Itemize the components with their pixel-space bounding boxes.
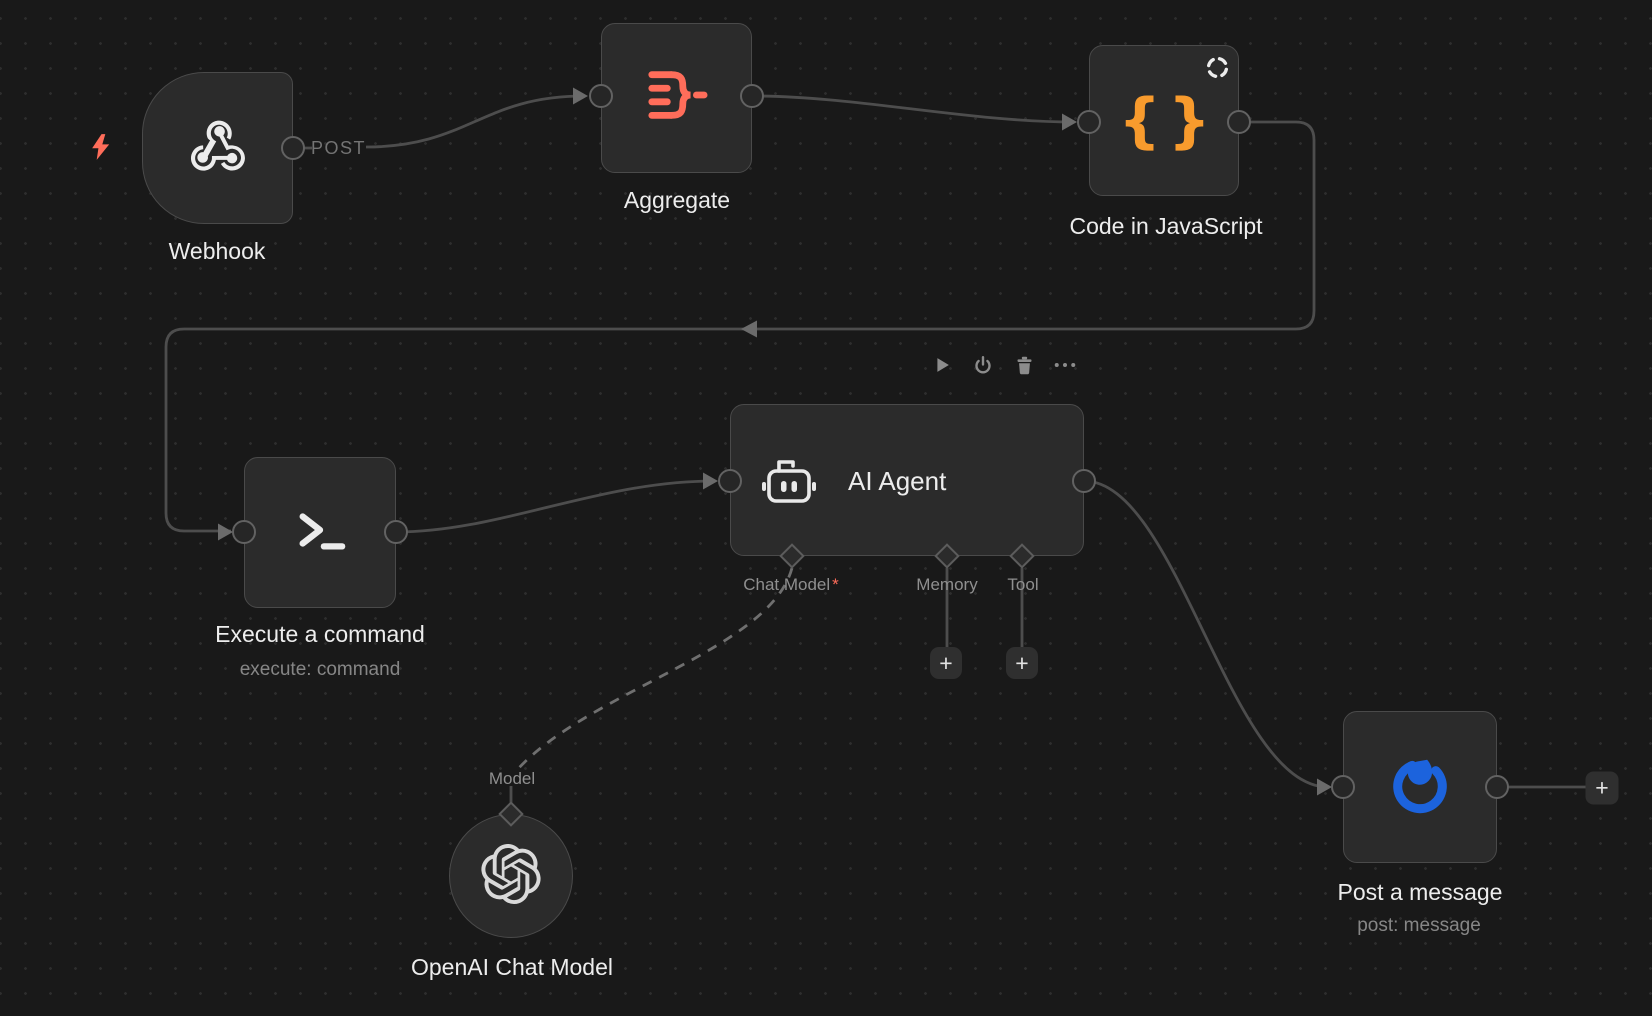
edge-code-execute-feedback[interactable] bbox=[164, 120, 1316, 533]
arrow-aggregate-in bbox=[573, 87, 588, 105]
port-aggregate-input[interactable] bbox=[589, 84, 613, 108]
port-aggregate-output[interactable] bbox=[740, 84, 764, 108]
required-marker: * bbox=[832, 575, 839, 594]
trash-icon[interactable] bbox=[1012, 353, 1036, 377]
edge-execute-agent[interactable] bbox=[395, 479, 715, 534]
port-post-input[interactable] bbox=[1331, 775, 1355, 799]
arrow-post-in bbox=[1317, 778, 1332, 796]
node-toolbar bbox=[930, 353, 1077, 377]
aggregate-funnel-icon bbox=[646, 65, 708, 132]
openai-logo-icon bbox=[481, 843, 541, 909]
webhook-icon bbox=[185, 113, 251, 184]
node-execute[interactable] bbox=[244, 457, 396, 608]
add-node-button[interactable]: + bbox=[1585, 771, 1619, 805]
port-label-tool: Tool bbox=[1007, 575, 1039, 594]
add-memory-button[interactable]: + bbox=[930, 647, 962, 679]
node-post-message[interactable] bbox=[1343, 711, 1497, 863]
node-label-post: Post a message bbox=[1337, 879, 1503, 905]
port-label-chat-model: Chat Model* bbox=[743, 575, 839, 594]
port-code-output[interactable] bbox=[1227, 110, 1251, 134]
arrow-code-in bbox=[1062, 113, 1077, 131]
port-agent-output[interactable] bbox=[1072, 469, 1096, 493]
mattermost-logo-icon bbox=[1387, 752, 1453, 823]
node-openai-chat-model[interactable] bbox=[449, 814, 573, 938]
edge-webhook-aggregate[interactable] bbox=[365, 94, 585, 149]
arrow-feedback-mid bbox=[741, 320, 757, 338]
edge-aggregate-code[interactable] bbox=[751, 94, 1075, 124]
port-webhook-output[interactable] bbox=[281, 136, 305, 160]
port-execute-output[interactable] bbox=[384, 520, 408, 544]
plus-icon: + bbox=[1015, 649, 1029, 676]
node-webhook[interactable] bbox=[142, 72, 293, 224]
node-aggregate[interactable] bbox=[601, 23, 752, 173]
power-icon[interactable] bbox=[971, 353, 995, 377]
node-subtitle-execute: execute: command bbox=[239, 659, 401, 680]
node-label-webhook: Webhook bbox=[168, 238, 266, 264]
node-label-execute: Execute a command bbox=[215, 621, 425, 647]
port-code-input[interactable] bbox=[1077, 110, 1101, 134]
plus-icon: + bbox=[939, 649, 953, 676]
ellipsis-icon[interactable] bbox=[1053, 353, 1077, 377]
arrow-agent-in bbox=[703, 472, 718, 490]
dashed-circle-icon bbox=[1205, 55, 1230, 85]
edge-agent-post[interactable] bbox=[1083, 479, 1329, 789]
node-code[interactable]: {} bbox=[1089, 45, 1239, 196]
port-execute-input[interactable] bbox=[232, 520, 256, 544]
port-post-output[interactable] bbox=[1485, 775, 1509, 799]
webhook-output-label: POST bbox=[311, 138, 367, 158]
node-ai-agent[interactable] bbox=[730, 404, 1084, 556]
node-label-aggregate: Aggregate bbox=[623, 187, 731, 213]
terminal-icon bbox=[291, 503, 349, 562]
node-subtitle-post: post: message bbox=[1357, 915, 1481, 936]
plus-icon: + bbox=[1595, 774, 1609, 801]
robot-icon bbox=[761, 456, 817, 513]
node-label-code: Code in JavaScript bbox=[1069, 213, 1263, 239]
play-icon[interactable] bbox=[930, 353, 954, 377]
port-agent-input[interactable] bbox=[718, 469, 742, 493]
node-title-ai-agent: AI Agent bbox=[848, 466, 947, 496]
node-label-openai: OpenAI Chat Model bbox=[410, 954, 614, 980]
port-label-model: Model bbox=[488, 769, 536, 788]
arrow-execute-in bbox=[218, 523, 233, 541]
port-label-memory: Memory bbox=[916, 575, 978, 594]
add-tool-button[interactable]: + bbox=[1006, 647, 1038, 679]
lightning-bolt-icon bbox=[88, 133, 114, 166]
edge-openai-agent-dashed[interactable] bbox=[515, 567, 794, 771]
curly-braces-icon: {} bbox=[1118, 85, 1218, 156]
